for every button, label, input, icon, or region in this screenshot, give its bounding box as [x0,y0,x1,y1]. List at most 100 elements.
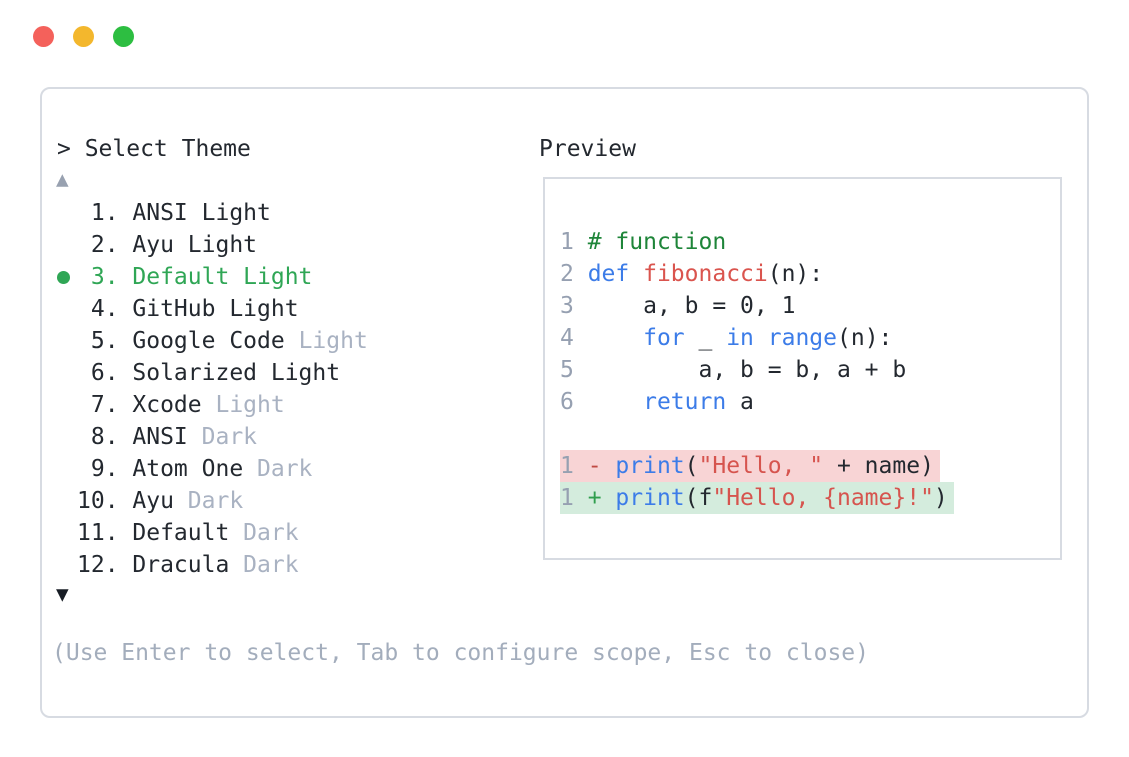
close-window-button[interactable] [33,26,54,47]
theme-item-number: 12. [77,552,133,578]
code-line-content: 5 a, b = b, a + b [560,354,906,386]
token-plain [629,261,643,287]
token-keyword: for [643,325,685,351]
code-line: 6 return a [560,386,1060,418]
token-plain: a, b = 0, 1 [587,293,796,319]
theme-item-ayu-light[interactable]: 2. Ayu Light [77,229,368,261]
theme-item-github-light[interactable]: 4. GitHub Light [77,293,368,325]
line-number: 5 [560,357,588,383]
preview-label: Preview [539,136,636,162]
code-line-removed: 1 - print("Hello, " + name) [560,450,1060,482]
theme-item-label: ANSI Light [132,200,271,226]
token-plain: (n): [837,325,893,351]
line-number: 1 [560,453,588,479]
code-line-content: 1 - print("Hello, " + name) [560,450,940,482]
code-line-content: 1 + print(f"Hello, {name}!") [560,482,954,514]
theme-item-number: 6. [77,360,133,386]
theme-item-label: Solarized Light [132,360,341,386]
token-plain [754,325,768,351]
theme-item-label: Ayu Light [132,232,258,258]
code-line: 1 # function [560,226,1060,258]
theme-item-label: ANSI [132,424,188,450]
theme-item-xcode-light[interactable]: 7. Xcode Light [77,389,368,421]
theme-item-ansi-light[interactable]: 1. ANSI Light [77,197,368,229]
theme-item-variant-label: Light [284,328,368,354]
token-keyword: def [587,261,630,287]
theme-item-number: 2. [77,232,133,258]
token-string: "Hello, " [698,453,824,479]
token-string: "Hello, {name}!" [712,485,934,511]
theme-item-ayu-dark[interactable]: 10. Ayu Dark [77,485,368,517]
theme-item-label: Xcode [132,392,202,418]
maximize-window-button[interactable] [113,26,134,47]
theme-item-number: 5. [77,328,133,354]
theme-item-label: Ayu [132,488,174,514]
line-number: 6 [560,389,588,415]
theme-item-ansi-dark[interactable]: 8. ANSI Dark [77,421,368,453]
theme-item-dracula-dark[interactable]: 12. Dracula Dark [77,549,368,581]
line-number: 4 [560,325,588,351]
line-number: 1 [560,229,588,255]
token-plain: a, b = b, a + b [587,357,907,383]
theme-item-variant-label: Dark [173,488,244,514]
code-line-content: 2 def fibonacci(n): [560,258,823,290]
scroll-down-icon[interactable]: ▼ [56,582,69,606]
line-number: 2 [560,261,588,287]
line-number: 1 [560,485,588,511]
scroll-up-icon[interactable]: ▲ [56,167,69,191]
window-controls [33,26,134,47]
code-line-content: 4 for _ in range(n): [560,322,892,354]
minimize-window-button[interactable] [73,26,94,47]
theme-item-number: 11. [77,520,133,546]
theme-picker-panel: > Select Theme ▲ 1. ANSI Light 2. Ayu Li… [40,87,1089,718]
theme-item-number: 7. [77,392,133,418]
theme-item-variant-label: Dark [243,456,313,482]
diff-removed-sign: - [587,453,616,479]
theme-item-number: 9. [77,456,133,482]
token-plain: (n): [767,261,824,287]
theme-list: 1. ANSI Light 2. Ayu Light 3. Default Li… [57,197,368,581]
selected-dot-icon [57,271,70,284]
theme-item-google-code-light[interactable]: 5. Google Code Light [77,325,368,357]
line-number: 3 [560,293,588,319]
theme-item-label: Default [132,520,230,546]
token-plain: + name) [823,453,934,479]
theme-item-solarized-light[interactable]: 6. Solarized Light [77,357,368,389]
theme-item-number: 8. [77,424,133,450]
token-builtin: print [615,485,685,511]
theme-item-label: Dracula [132,552,230,578]
token-builtin: print [615,453,685,479]
code-line: 5 a, b = b, a + b [560,354,1060,386]
code-line-added: 1 + print(f"Hello, {name}!") [560,482,1060,514]
token-plain: a [726,389,754,415]
theme-item-variant-label: Dark [229,520,299,546]
token-plain [588,325,643,351]
picker-title: > Select Theme [57,136,251,162]
theme-item-label: GitHub Light [132,296,299,322]
code-line: 2 def fibonacci(n): [560,258,1060,290]
theme-item-label: Google Code [132,328,285,354]
theme-item-default-light[interactable]: 3. Default Light [57,261,368,293]
token-keyword: range [767,325,837,351]
token-plain: ) [933,485,948,511]
theme-item-number: 10. [77,488,133,514]
theme-item-number: 1. [77,200,133,226]
theme-item-variant-label: Dark [229,552,299,578]
theme-item-default-dark[interactable]: 11. Default Dark [77,517,368,549]
theme-item-atom-one-dark[interactable]: 9. Atom One Dark [77,453,368,485]
theme-item-variant-label: Dark [187,424,258,450]
code-line-content: 1 # function [560,226,726,258]
token-function: fibonacci [643,261,768,287]
theme-item-number: 4. [77,296,133,322]
theme-item-variant-label: Light [201,392,285,418]
diff-added-sign: + [587,485,616,511]
token-plain: (f [684,485,713,511]
token-keyword: return [643,389,727,415]
code-line-content: 3 a, b = 0, 1 [560,290,795,322]
token-comment: # function [587,229,727,255]
theme-item-label: Default Light [132,264,313,290]
code-line: 4 for _ in range(n): [560,322,1060,354]
